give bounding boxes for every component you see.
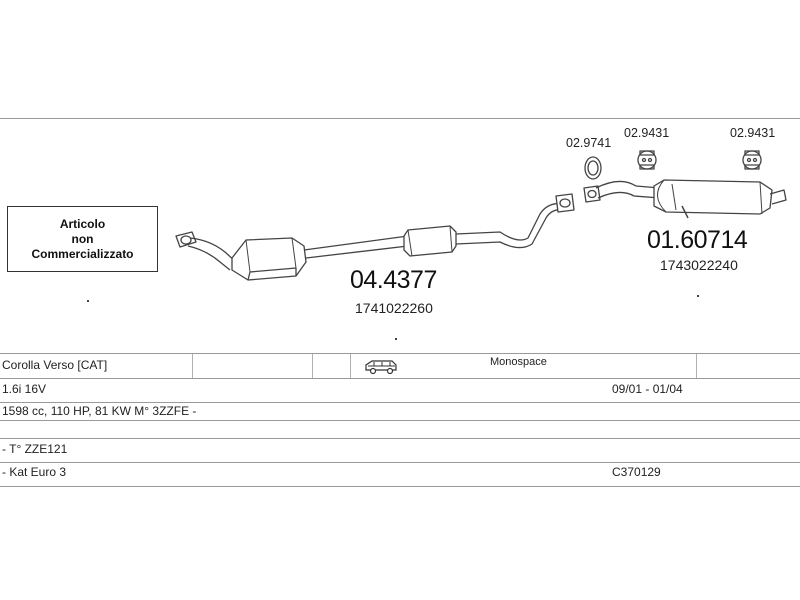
table-line bbox=[0, 420, 800, 421]
rear-silencer-code: 01.60714 bbox=[647, 226, 748, 254]
middle-pipe-icon bbox=[303, 235, 409, 259]
notice-line: Articolo bbox=[59, 216, 106, 231]
not-available-notice: Articolo non Commercializzato bbox=[7, 206, 158, 272]
silencer-flange-icon bbox=[583, 185, 601, 203]
table-line bbox=[0, 438, 800, 439]
ref-code-cell: C370129 bbox=[612, 465, 661, 479]
body-type-cell: Monospace bbox=[490, 356, 547, 368]
rear-silencer-icon bbox=[653, 179, 787, 215]
catalytic-converter-oem: 1741022260 bbox=[355, 300, 433, 316]
marker-dot bbox=[395, 338, 397, 340]
table-line bbox=[0, 353, 800, 354]
gasket-icon bbox=[584, 156, 602, 180]
type-code-cell: - T° ZZE121 bbox=[2, 442, 68, 456]
front-pipe-icon bbox=[187, 237, 237, 271]
engine-cell: 1.6i 16V bbox=[2, 382, 47, 396]
rear-silencer-oem: 1743022240 bbox=[660, 257, 738, 273]
table-line bbox=[0, 378, 800, 379]
date-range-cell: 09/01 - 01/04 bbox=[612, 382, 683, 396]
front-flange-icon bbox=[175, 231, 197, 248]
rubber-mount-code: 02.9431 bbox=[624, 126, 670, 140]
marker-dot bbox=[697, 295, 699, 297]
catalytic-converter-icon bbox=[231, 237, 307, 281]
top-border bbox=[0, 118, 800, 119]
model-cell: Corolla Verso [CAT] bbox=[2, 358, 108, 372]
marker-dot bbox=[87, 300, 89, 302]
emission-cell: - Kat Euro 3 bbox=[2, 465, 67, 479]
rear-pipe-icon bbox=[455, 203, 565, 249]
gasket-code: 02.9741 bbox=[566, 136, 612, 150]
table-divider bbox=[312, 354, 313, 378]
rubber-mount-icon bbox=[637, 150, 657, 170]
middle-resonator-icon bbox=[403, 225, 457, 257]
table-divider bbox=[192, 354, 193, 378]
rear-flange-icon bbox=[555, 193, 575, 213]
notice-line: non bbox=[71, 231, 94, 246]
table-divider bbox=[696, 354, 697, 378]
notice-line: Commercializzato bbox=[31, 246, 134, 261]
table-line bbox=[0, 402, 800, 403]
catalytic-converter-code: 04.4377 bbox=[350, 266, 437, 294]
van-icon bbox=[365, 360, 397, 375]
rubber-mount-icon bbox=[742, 150, 762, 170]
table-line bbox=[0, 462, 800, 463]
table-line bbox=[0, 486, 800, 487]
specs-cell: 1598 cc, 110 HP, 81 KW M° 3ZZFE - bbox=[2, 404, 197, 418]
rubber-mount-code: 02.9431 bbox=[730, 126, 776, 140]
table-divider bbox=[350, 354, 351, 378]
